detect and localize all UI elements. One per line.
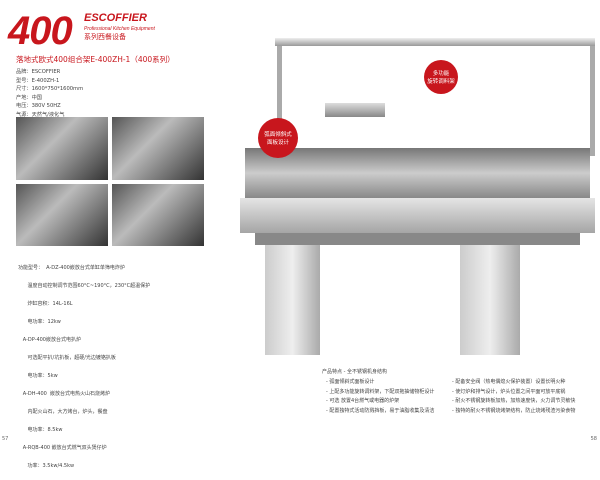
feature-item: - 使灯炉和排气设计，炉头位置之间平面可放平底锅: [452, 388, 566, 395]
feature-item: - 配备安全阀（热电偶熄火保护装置）设置长明火种: [452, 379, 566, 385]
function-line: 电功率：5kw: [18, 373, 58, 379]
callout-rotating-rack: 多功能 旋转调料架: [424, 60, 458, 94]
brand-name: ESCOFFIER: [84, 12, 147, 24]
function-line: 内配火山石，大方烤台，炉头，餐盘: [18, 409, 108, 415]
page-number-left: 57: [2, 436, 9, 442]
spec-item: 尺寸：1600*750*1600mm: [16, 86, 84, 92]
series-label: 系列西餐设备: [84, 33, 126, 41]
features-left: - 弧面倾斜式面板设计 - 上配多功能旋转调料架，下配双拖抽储物柜设计 - 可选…: [326, 378, 434, 416]
function-line: A-DH-400 嵌放台式电热火山石烧烤炉: [18, 391, 111, 397]
series-number: 400: [8, 9, 73, 53]
spec-item: 电压：380V 50HZ: [16, 103, 61, 109]
product-title: 落地式欧式400组合架E-400ZH-1（400系列）: [16, 55, 175, 64]
product-photo-grill-top: [16, 184, 108, 246]
page-number-right: 58: [590, 436, 597, 442]
product-photo-grill-plate: [16, 117, 108, 180]
feature-item: - 上配多功能旋转调料架，下配双拖抽储物柜设计: [326, 388, 435, 395]
function-line: 炸缸容积：14L-16L: [18, 301, 73, 307]
features-heading: 产品特点 - 全不锈钢机身结构: [322, 369, 387, 375]
feature-item: - 可选 放置4台燃气或电器的炉架: [326, 398, 400, 404]
callout-text: 弧面倾斜式 面板设计: [264, 132, 292, 146]
product-photo-fryer: [112, 184, 204, 246]
brand-tagline: Professional Kitchen Equipment: [84, 26, 155, 32]
function-line: 可选配平扒/坑扒板，超硬/光边镀铬扒板: [18, 355, 116, 361]
feature-item: - 弧面倾斜式面板设计: [326, 379, 375, 385]
function-line: 电功率：12kw: [18, 319, 61, 325]
callout-curved-panel: 弧面倾斜式 面板设计: [258, 118, 298, 158]
features-right: - 配备安全阀（热电偶熄火保护装置）设置长明火种 - 使灯炉和排气设计，炉头位置…: [452, 378, 575, 416]
feature-item: - 配置独特式活动防溅挡板，易于油脂收集及清洁: [326, 407, 435, 414]
feature-item: - 独特的耐火不锈钢烧烤架结构，防止烧烤残渣污染食物: [452, 407, 576, 414]
callout-text: 多功能 旋转调料架: [427, 71, 455, 85]
spec-item: 型号：E-400ZH-1: [16, 77, 60, 84]
function-line: A-RQB-400 嵌放台式燃气双头煲仔炉: [18, 445, 107, 451]
function-line: 功能型号： A-DZ-400嵌放台式单缸单筛电炸炉: [18, 265, 125, 271]
product-main-image: [235, 28, 595, 358]
spec-item: 品牌：ESCOFFIER: [16, 69, 61, 75]
function-line: 电功率：8.5kw: [18, 427, 63, 433]
function-line: A-DP-400嵌放台式电扒炉: [18, 337, 81, 343]
product-photo-grill-rack: [112, 117, 204, 180]
spec-item: 气源：天然气/液化气: [16, 111, 65, 118]
function-line: 温度自动控制调节范围60°C~190°C，230°C超温保护: [18, 283, 151, 289]
function-list: 功能型号： A-DZ-400嵌放台式单缸单筛电炸炉 温度自动控制调节范围60°C…: [18, 255, 150, 480]
spec-item: 产地：中国: [16, 94, 42, 101]
function-line: 功率：3.5kw/4.5kw: [18, 463, 75, 469]
spec-list: 品牌：ESCOFFIER 型号：E-400ZH-1 尺寸：1600*750*16…: [16, 68, 83, 119]
feature-item: - 耐火不锈钢旋转板加热，加热速度快，火力调节灵敏快: [452, 398, 576, 404]
